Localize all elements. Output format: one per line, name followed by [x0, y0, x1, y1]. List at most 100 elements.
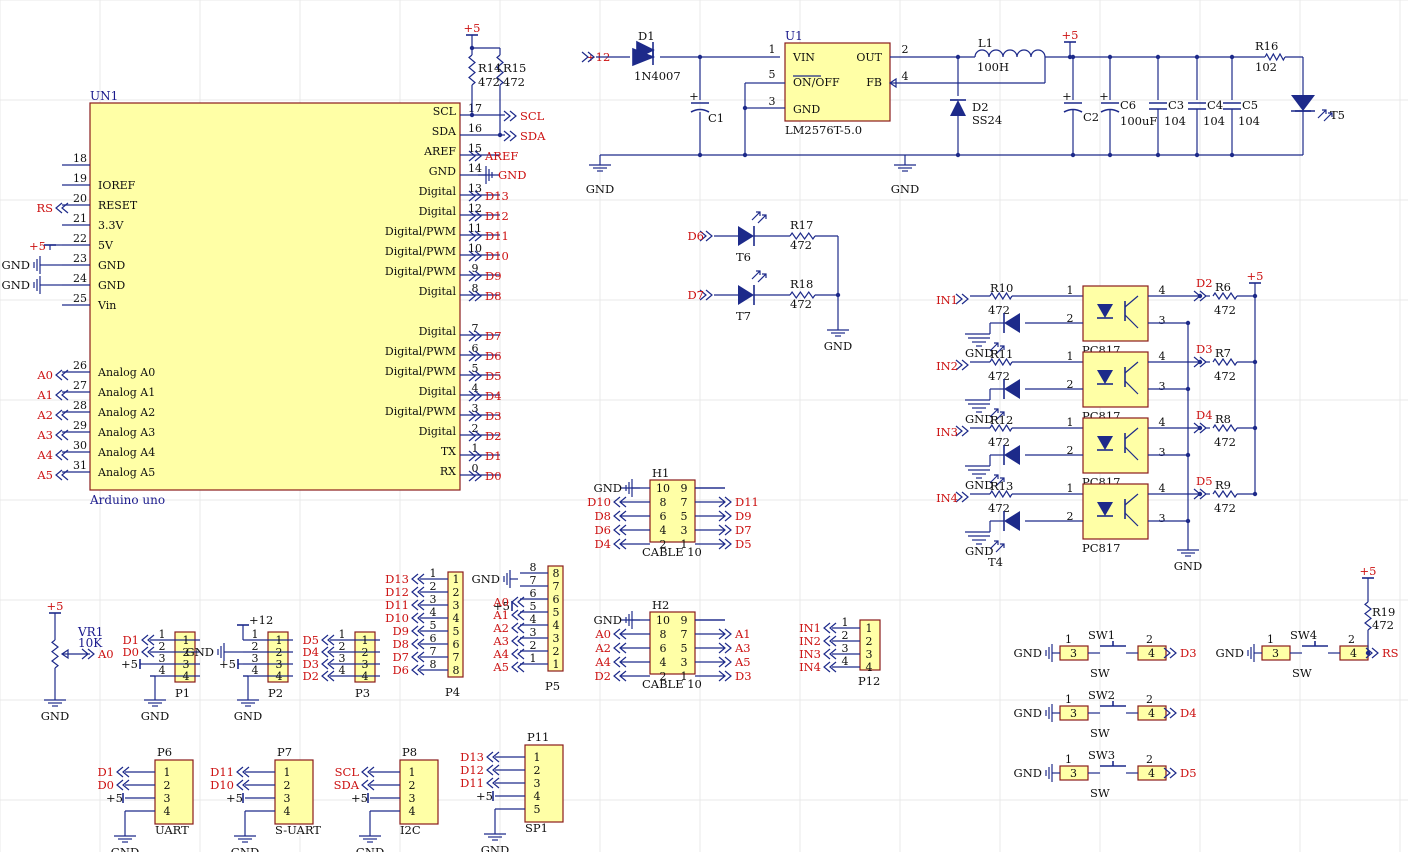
pin-number: 2	[530, 639, 537, 652]
p3-ref: P3	[355, 686, 370, 700]
pin-number: 15	[468, 142, 482, 155]
net-label: D7	[687, 288, 704, 302]
p11-ref: P11	[527, 730, 549, 744]
u1-p2: 2	[902, 43, 909, 56]
port-arrow	[468, 230, 482, 242]
pin-number: 26	[73, 359, 87, 372]
net-label: D13	[485, 189, 509, 203]
pin-number: 30	[73, 439, 87, 452]
power-label: +5	[219, 657, 236, 671]
pin-number: 21	[73, 212, 87, 225]
pin-number: 4	[1148, 767, 1155, 780]
port-arrow	[411, 612, 425, 624]
net-label: D4	[302, 645, 319, 659]
port-arrow	[718, 538, 732, 550]
wire	[1124, 314, 1139, 329]
pin-number-inner: 2	[553, 645, 560, 658]
pin-number: 4	[1350, 647, 1357, 660]
rin-ref: R10	[990, 281, 1013, 295]
pin-number-inner: 4	[183, 670, 190, 683]
led-fill	[738, 285, 754, 305]
pin-label: RX	[440, 465, 456, 478]
led-rays	[989, 474, 1005, 487]
resistor	[989, 291, 1013, 301]
u1-body	[784, 42, 891, 122]
port-arrow	[468, 450, 482, 462]
net-label: D6	[687, 229, 704, 243]
rout-ref: R9	[1215, 478, 1231, 492]
pin-number-inner: 1	[866, 622, 873, 635]
r17-val: 472	[790, 238, 812, 252]
power-label: +5	[29, 239, 46, 253]
net-label: GND	[498, 168, 526, 182]
port-arrow	[699, 289, 713, 301]
opto-p4: 4	[1159, 416, 1166, 429]
net-label: D5	[485, 369, 502, 383]
gnd-label: GND	[2, 278, 30, 292]
junction-dot	[955, 152, 961, 158]
port-arrow	[321, 670, 335, 682]
port-arrow	[236, 779, 250, 791]
pin-number: 18	[73, 152, 87, 165]
pin-number: 3	[1070, 647, 1077, 660]
pin-number: 2	[1146, 753, 1153, 766]
gnd-label: GND	[1216, 646, 1244, 660]
resistor	[789, 231, 816, 241]
net-label: D9	[735, 509, 752, 523]
opto-p2: 2	[1067, 312, 1074, 325]
p1-ref: P1	[175, 686, 190, 700]
resistor	[1264, 52, 1286, 62]
opto-name: PC817	[1082, 541, 1121, 555]
h1-body	[649, 479, 696, 543]
net-label: D2	[594, 669, 611, 683]
opto-led	[1097, 502, 1113, 516]
port-arrow	[468, 410, 482, 422]
p11-body	[524, 744, 564, 823]
port-arrow	[321, 658, 335, 670]
net-label: IN2	[799, 634, 821, 648]
wire	[1124, 380, 1139, 395]
port-arrow	[955, 293, 969, 305]
gnd-label: GND	[1014, 646, 1042, 660]
junction-dot	[1197, 425, 1203, 431]
pin-number: 6	[660, 510, 667, 523]
pin-number: 29	[73, 419, 87, 432]
fb-arrow	[888, 77, 897, 89]
net-label: SDA	[334, 778, 360, 792]
pin-number: 3	[1272, 647, 1279, 660]
port-arrow	[613, 510, 627, 522]
port-arrow	[613, 628, 627, 640]
pin-number: 6	[430, 632, 437, 645]
port-arrow	[486, 777, 500, 789]
diode-fill	[950, 100, 966, 116]
gnd-label: GND	[186, 645, 214, 659]
pin-label: Analog A3	[97, 426, 155, 439]
net-label: D2	[1196, 276, 1213, 290]
net-label: D5	[735, 537, 752, 551]
pin-number: 6	[660, 642, 667, 655]
port-arrow	[486, 751, 500, 763]
net-label: D7	[392, 650, 409, 664]
h2-body	[649, 611, 696, 675]
arduino-ref: UN1	[90, 89, 118, 103]
pin-number: 23	[73, 252, 87, 265]
p6-body	[154, 759, 194, 825]
port-arrow	[411, 573, 425, 585]
gnd-label: GND	[1014, 706, 1042, 720]
p7-body	[274, 759, 314, 825]
net-label: D10	[587, 495, 611, 509]
pin-number: 2	[660, 670, 667, 683]
resistor	[1212, 357, 1238, 367]
pin-number: 1	[1065, 753, 1072, 766]
pin-number: 3	[530, 626, 537, 639]
port-arrow	[613, 656, 627, 668]
pin-label: GND	[429, 165, 456, 178]
pin-number: 4	[660, 656, 667, 669]
pin-number: 4	[1148, 707, 1155, 720]
h2-ref: H2	[652, 598, 669, 612]
pin-number-inner: 2	[276, 646, 283, 659]
junction-dot	[1185, 320, 1191, 326]
opto-p4: 4	[1159, 284, 1166, 297]
port-arrow	[55, 429, 69, 441]
